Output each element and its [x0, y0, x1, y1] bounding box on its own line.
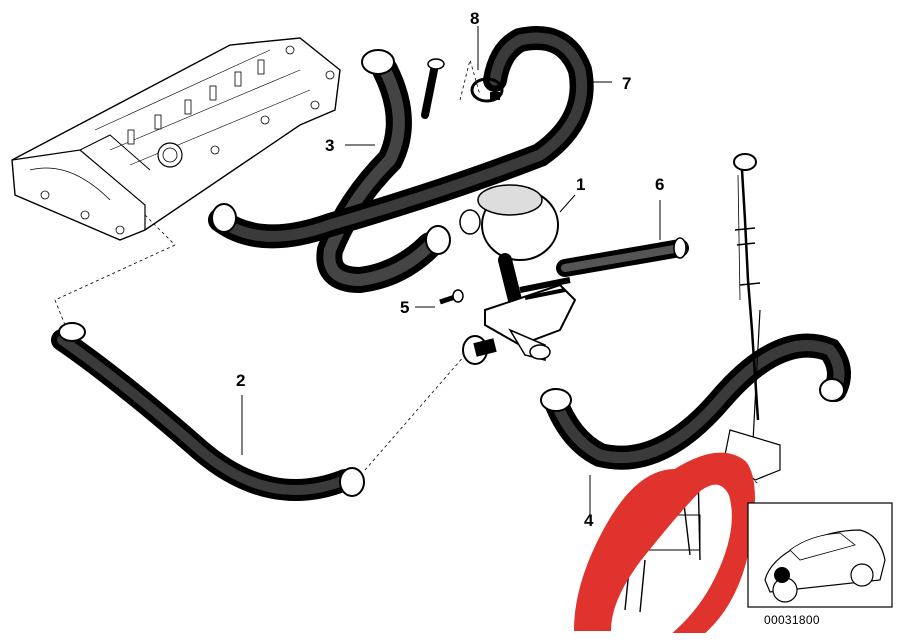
callout-3: 3: [325, 136, 335, 155]
oil-separator: [484, 277, 577, 361]
clamp-8: [470, 77, 504, 103]
hose-4: [543, 333, 851, 470]
vehicle-inset: [747, 502, 893, 608]
callout-1: 1: [576, 175, 586, 194]
callout-7: 7: [622, 74, 632, 93]
pressure-valve-1: [459, 184, 559, 307]
hose-2: [51, 329, 356, 501]
callout-lines: [241, 26, 661, 515]
callout-4: 4: [584, 511, 594, 530]
red-annotation-circle: [573, 452, 755, 633]
hose-2-end-cap-right: [339, 467, 365, 497]
hose-2-end-cap: [58, 322, 86, 342]
valve-cover: [11, 37, 341, 246]
pipe-6: [556, 237, 689, 277]
diagram-reference-code: 00031800: [764, 613, 820, 627]
callout-8: 8: [470, 9, 480, 28]
callout-5: 5: [400, 298, 410, 317]
bolt-5: [439, 289, 464, 305]
callout-2: 2: [236, 371, 246, 390]
callout-6: 6: [655, 175, 665, 194]
